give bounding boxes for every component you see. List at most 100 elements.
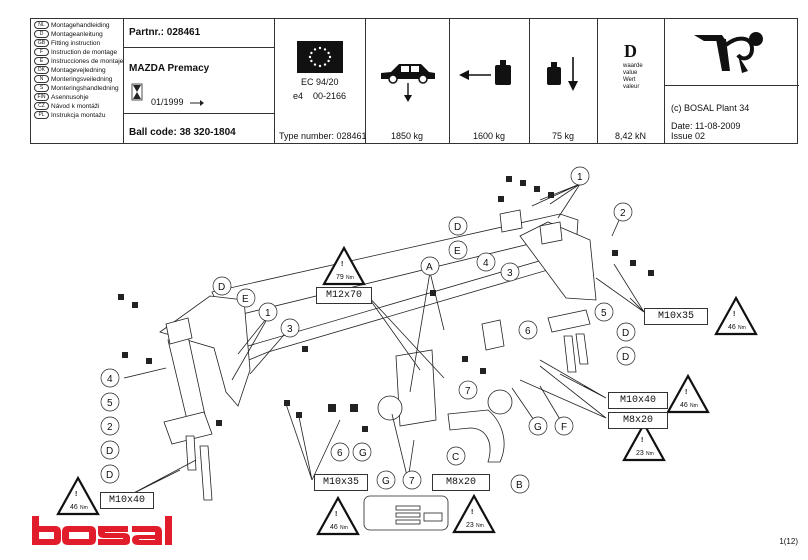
svg-text:G: G <box>382 476 390 487</box>
divider <box>123 19 124 143</box>
vertical-load-icon <box>547 57 578 91</box>
svg-text:!: ! <box>335 511 337 518</box>
divider <box>664 19 665 143</box>
mounting-plate <box>395 349 437 427</box>
svg-text:23: 23 <box>636 450 644 457</box>
callout-d-top: D <box>448 216 468 236</box>
callout-2-top: 2 <box>613 202 633 222</box>
callout-g-bottom: G <box>376 470 396 490</box>
callout-d-right1: D <box>616 322 636 342</box>
callout-6-right: 6 <box>518 320 538 340</box>
svg-text:Nm: Nm <box>80 505 88 511</box>
max-weight-value: 1850 kg <box>390 131 424 141</box>
svg-text:D: D <box>106 446 113 457</box>
exploded-diagram: 1 2 D E 4 3 A D E 1 3 5 6 D D 7 4 5 2 D … <box>56 166 758 536</box>
svg-text:Nm: Nm <box>340 525 348 531</box>
callout-1-top: 1 <box>570 166 590 186</box>
callout-f-bottom: G <box>352 442 372 462</box>
spec-m10x40-right: M10x40 <box>608 392 668 409</box>
eu-flag-icon <box>297 41 343 73</box>
svg-text:Nm: Nm <box>646 451 654 457</box>
svg-text:46: 46 <box>728 324 736 331</box>
callout-5-right: 5 <box>594 302 614 322</box>
divider <box>123 47 274 48</box>
page-number: 1(12) <box>779 537 798 546</box>
divider <box>597 19 598 143</box>
callout-d-right2: D <box>616 346 636 366</box>
hourglass-icon <box>131 83 143 101</box>
svg-text:E: E <box>242 294 249 305</box>
callout-6-bottom: 6 <box>330 442 350 462</box>
d-word: Wert <box>623 77 636 83</box>
svg-text:7: 7 <box>409 476 415 487</box>
svg-text:B: B <box>516 480 523 491</box>
callout-5-left: 5 <box>100 392 120 412</box>
spec-m10x35-right: M10x35 <box>644 308 708 325</box>
svg-text:4: 4 <box>107 374 113 385</box>
divider <box>123 113 274 114</box>
plant: (c) BOSAL Plant 34 <box>671 103 750 113</box>
svg-text:Nm: Nm <box>690 403 698 409</box>
svg-text:G: G <box>359 448 367 459</box>
callout-g-right: G <box>528 416 548 436</box>
car-weight-icon <box>381 64 435 102</box>
callout-7-bottom: 7 <box>402 470 422 490</box>
callout-3-left: 3 <box>280 318 300 338</box>
arrow-right-icon <box>190 100 204 106</box>
left-strut <box>167 335 207 425</box>
spec-m8x20-bottom: M8x20 <box>432 474 490 491</box>
callout-e-left: E <box>236 288 256 308</box>
callout-3-top: 3 <box>500 262 520 282</box>
svg-text:46: 46 <box>680 402 688 409</box>
svg-text:G: G <box>534 422 542 433</box>
tow-weight-icon <box>459 60 511 85</box>
ball-neck <box>447 409 505 463</box>
tow-ball <box>487 389 513 415</box>
callout-d-left2: D <box>100 440 120 460</box>
svg-text:6: 6 <box>337 448 343 459</box>
svg-text:1: 1 <box>265 308 271 319</box>
callout-2-left: 2 <box>100 416 120 436</box>
spec-m10x40-left: M10x40 <box>100 492 154 509</box>
spec-m12x70: M12x70 <box>316 287 372 304</box>
ec-directive: EC 94/20 <box>301 77 339 87</box>
svg-text:4: 4 <box>483 258 489 269</box>
callout-f-right: F <box>554 416 574 436</box>
type-plate <box>363 495 449 531</box>
svg-text:C: C <box>452 452 459 463</box>
bosal-logo <box>32 516 172 545</box>
divider <box>449 19 450 143</box>
svg-text:!: ! <box>75 491 77 498</box>
spec-m10x35-bottom: M10x35 <box>314 474 368 491</box>
callout-a: A <box>420 256 440 276</box>
vertical-load-value: 75 kg <box>551 131 575 141</box>
d-letter: D <box>624 41 637 61</box>
svg-text:6: 6 <box>525 326 531 337</box>
svg-text:D: D <box>454 222 461 233</box>
right-bracket <box>519 221 597 301</box>
svg-text:E: E <box>454 246 461 257</box>
svg-text:46: 46 <box>330 524 338 531</box>
svg-text:A: A <box>426 262 433 273</box>
d-word: value <box>623 70 638 76</box>
towbar-icon <box>694 32 763 73</box>
svg-text:2: 2 <box>620 208 626 219</box>
svg-text:23: 23 <box>466 522 474 529</box>
svg-text:D: D <box>218 282 225 293</box>
svg-text:3: 3 <box>287 324 293 335</box>
svg-text:F: F <box>561 422 567 433</box>
date: Date: 11-08-2009 <box>671 121 741 131</box>
